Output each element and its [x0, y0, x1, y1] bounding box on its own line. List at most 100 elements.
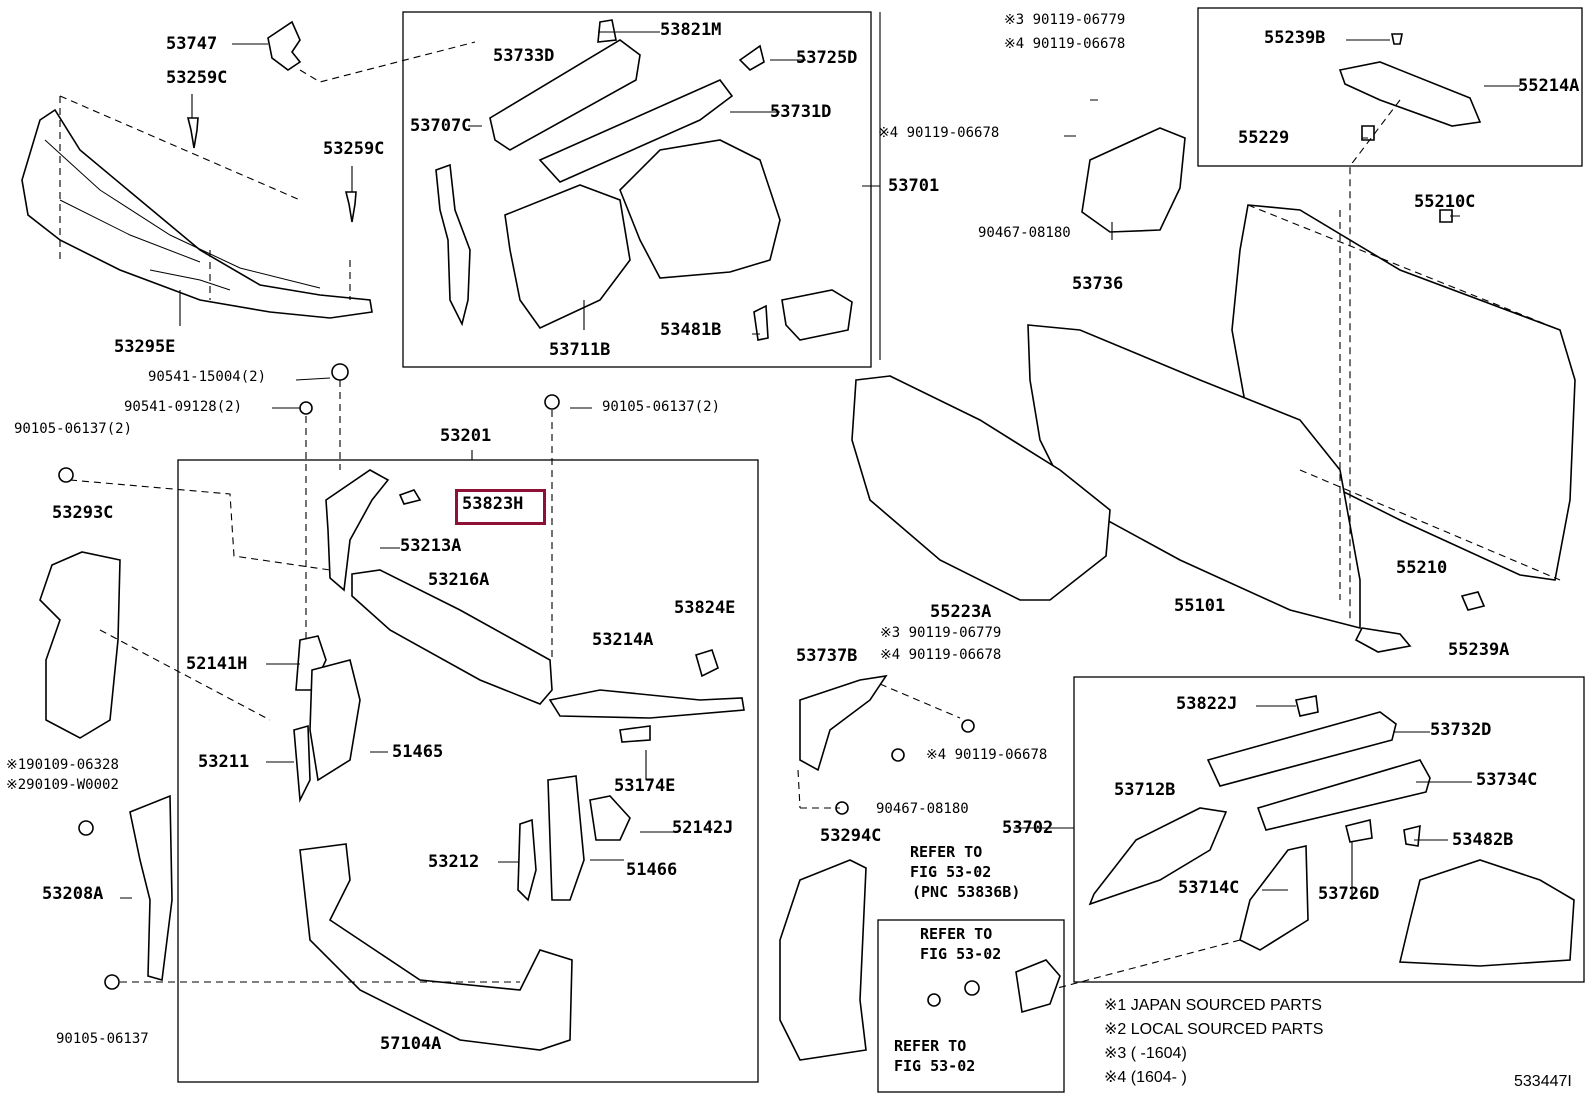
- callout-53481b[interactable]: 53481B: [660, 320, 722, 340]
- callout-53214a[interactable]: 53214A: [592, 630, 654, 650]
- reference-1-line-1: REFER TO: [910, 843, 983, 861]
- callout-n4-90119-06678-low[interactable]: ※4 90119-06678: [926, 747, 1048, 763]
- callout-53259c-a[interactable]: 53259C: [166, 68, 228, 88]
- callout-53482b[interactable]: 53482B: [1452, 830, 1514, 850]
- group-box-53701: [402, 11, 872, 368]
- reference-washer: [964, 980, 980, 996]
- callout-53725d[interactable]: 53725D: [796, 48, 858, 68]
- callout-53714c[interactable]: 53714C: [1178, 878, 1240, 898]
- reference-1-line-3: (PNC 53836B): [912, 883, 1021, 901]
- callout-57104a[interactable]: 57104A: [380, 1034, 442, 1054]
- callout-53295e[interactable]: 53295E: [114, 337, 176, 357]
- callout-53824e[interactable]: 53824E: [674, 598, 736, 618]
- callout-90105-06137-bottom[interactable]: 90105-06137: [56, 1031, 149, 1047]
- part-53747-shape: [267, 20, 302, 71]
- callout-53711b[interactable]: 53711B: [549, 340, 611, 360]
- callout-51465[interactable]: 51465: [392, 742, 444, 762]
- callout-n3-90119-06779-top[interactable]: ※3 90119-06779: [1004, 12, 1126, 28]
- callout-52141h[interactable]: 52141H: [186, 654, 248, 674]
- callout-55210c[interactable]: 55210C: [1414, 192, 1476, 212]
- callout-53732d[interactable]: 53732D: [1430, 720, 1492, 740]
- callout-53212[interactable]: 53212: [428, 852, 480, 872]
- callout-90467-08180-low[interactable]: 90467-08180: [876, 801, 969, 817]
- group-53201-guides: [69, 380, 553, 983]
- callout-53736[interactable]: 53736: [1072, 274, 1124, 294]
- callout-55210[interactable]: 55210: [1396, 558, 1448, 578]
- bolt-90105-06137-bottom: [104, 974, 120, 990]
- group-box-53201: [177, 459, 759, 1083]
- callout-53821m[interactable]: 53821M: [660, 20, 722, 40]
- callout-55223a[interactable]: 55223A: [930, 602, 992, 622]
- callout-90105-06137-left[interactable]: 90105-06137(2): [14, 421, 133, 437]
- callout-53737b[interactable]: 53737B: [796, 646, 858, 666]
- bolt-190109-06328: [78, 820, 94, 836]
- callout-n3-90119-06779-mid[interactable]: ※3 90119-06779: [880, 625, 1002, 641]
- callout-53731d[interactable]: 53731D: [770, 102, 832, 122]
- callout-53822j[interactable]: 53822J: [1176, 694, 1238, 714]
- leader-lines: [120, 12, 1520, 900]
- callout-53293c[interactable]: 53293C: [52, 503, 114, 523]
- cushion-90541-09128: [299, 401, 313, 415]
- callout-53294c[interactable]: 53294C: [820, 826, 882, 846]
- callout-53702[interactable]: 53702: [1002, 818, 1054, 838]
- part-53259c-clip-a: [186, 117, 199, 149]
- callout-53701[interactable]: 53701: [888, 176, 940, 196]
- legend-note-2: ※2 LOCAL SOURCED PARTS: [1104, 1021, 1324, 1038]
- part-55229-shape: [1361, 125, 1375, 141]
- callout-53734c[interactable]: 53734C: [1476, 770, 1538, 790]
- callout-n4-90119-06678-top[interactable]: ※4 90119-06678: [1004, 36, 1126, 52]
- callout-53712b[interactable]: 53712B: [1114, 780, 1176, 800]
- callout-55101[interactable]: 55101: [1174, 596, 1226, 616]
- part-55101-lower-lip: [1354, 627, 1412, 653]
- callout-90467-08180-top[interactable]: 90467-08180: [978, 225, 1071, 241]
- part-53736-shape: [1081, 127, 1186, 233]
- group-53201-shapes: [293, 469, 745, 1051]
- part-55239b-shape: [1391, 33, 1403, 45]
- part-53295e-shape: [21, 95, 373, 319]
- callout-53259c-b[interactable]: 53259C: [323, 139, 385, 159]
- part-55210-shape: [1231, 204, 1576, 581]
- callout-n4-90119-06678-mid2[interactable]: ※4 90119-06678: [880, 647, 1002, 663]
- group-53701-shapes: [435, 19, 853, 341]
- callout-53726d[interactable]: 53726D: [1318, 884, 1380, 904]
- callout-90105-06137-right[interactable]: 90105-06137(2): [602, 399, 721, 415]
- callout-55229[interactable]: 55229: [1238, 128, 1290, 148]
- callout-53823h[interactable]: 53823H: [462, 494, 524, 514]
- figure-id: 533447I: [1514, 1073, 1572, 1090]
- reference-2-line-1: REFER TO: [920, 925, 993, 943]
- callout-51466[interactable]: 51466: [626, 860, 678, 880]
- legend-note-3: ※3 ( -1604): [1104, 1045, 1187, 1062]
- reference-part-shape: [1015, 959, 1061, 1014]
- callout-53216a[interactable]: 53216A: [428, 570, 490, 590]
- callout-53201[interactable]: 53201: [440, 426, 492, 446]
- callout-55214a[interactable]: 55214A: [1518, 76, 1580, 96]
- part-53293c-shape: [39, 551, 121, 739]
- callout-53211[interactable]: 53211: [198, 752, 250, 772]
- reference-bolt: [927, 993, 941, 1007]
- callout-53213a[interactable]: 53213A: [400, 536, 462, 556]
- group-53737b-guides: [797, 683, 961, 809]
- bolt-90105-06137-left: [58, 467, 74, 483]
- group-box-53702: [1073, 676, 1585, 983]
- callout-n4-90119-06678-mid[interactable]: ※4 90119-06678: [878, 125, 1000, 141]
- cushion-90541-15004: [331, 363, 349, 381]
- callout-53707c[interactable]: 53707C: [410, 116, 472, 136]
- callout-55239b[interactable]: 55239B: [1264, 28, 1326, 48]
- callout-90541-15004[interactable]: 90541-15004(2): [148, 369, 267, 385]
- cross-group-guides: [1049, 99, 1401, 991]
- callout-n1-190109-06328[interactable]: ※190109-06328: [6, 757, 119, 773]
- callout-55239a[interactable]: 55239A: [1448, 640, 1510, 660]
- callout-53733d[interactable]: 53733D: [493, 46, 555, 66]
- callout-n2-290109-w0002[interactable]: ※290109-W0002: [6, 777, 119, 793]
- callout-53747[interactable]: 53747: [166, 34, 218, 54]
- group-box-reference: [877, 919, 1065, 1093]
- callout-90541-09128[interactable]: 90541-09128(2): [124, 399, 243, 415]
- part-53208a-shape: [129, 794, 173, 982]
- lead-53747-dash: [299, 41, 476, 83]
- dash-panel-guides: [1247, 204, 1561, 600]
- callout-53174e[interactable]: 53174E: [614, 776, 676, 796]
- callout-53208a[interactable]: 53208A: [42, 884, 104, 904]
- bolt-90119-06678-low: [891, 748, 905, 762]
- callout-52142j[interactable]: 52142J: [672, 818, 734, 838]
- part-55214a-shape: [1338, 61, 1482, 127]
